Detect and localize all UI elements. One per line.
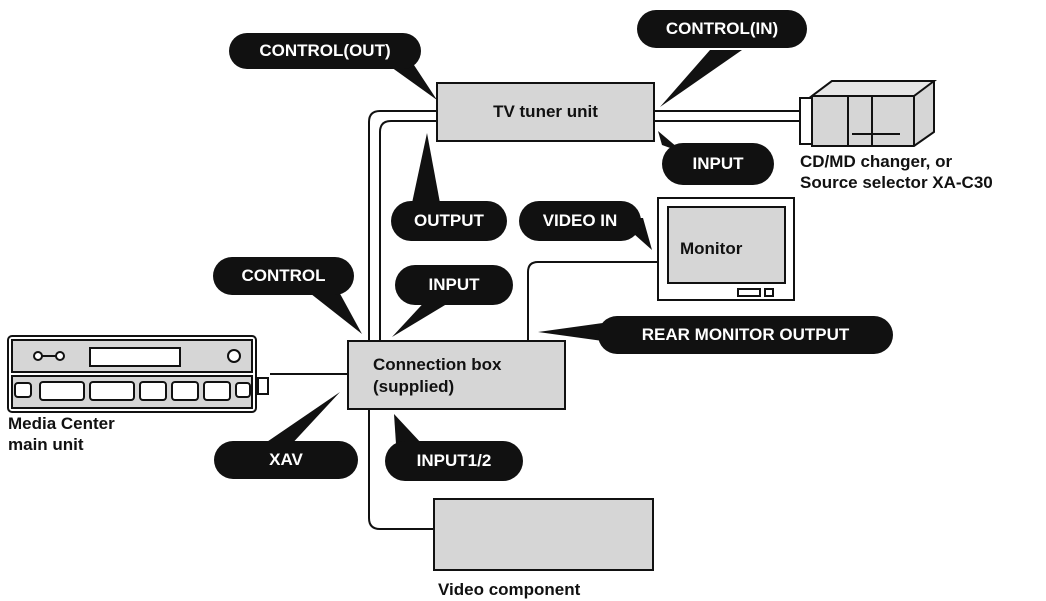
pointer-control xyxy=(306,290,362,334)
pointer-output xyxy=(412,133,440,203)
tag-control-out: CONTROL(OUT) xyxy=(229,33,421,69)
tag-control: CONTROL xyxy=(213,257,354,295)
cd-changer-caption: CD/MD changer, or Source selector XA-C30 xyxy=(800,151,993,193)
video-component-caption: Video component xyxy=(438,580,581,599)
main-unit-caption-line1: Media Center xyxy=(8,414,115,433)
main-unit-caption: Media Center main unit xyxy=(8,413,115,455)
cd-changer-caption-line2: Source selector XA-C30 xyxy=(800,173,993,192)
tag-input-box: INPUT xyxy=(395,265,513,305)
tag-rear-monitor-output: REAR MONITOR OUTPUT xyxy=(598,316,893,354)
pointer-control-out xyxy=(384,62,437,100)
connection-box: Connection box (supplied) xyxy=(347,340,566,410)
cable-box-to-monitor xyxy=(527,261,658,340)
tag-output: OUTPUT xyxy=(391,201,507,241)
tv-tuner-unit: TV tuner unit xyxy=(436,82,655,142)
monitor-drawing xyxy=(657,197,795,301)
cd-changer-drawing xyxy=(799,80,937,147)
video-component-box xyxy=(433,498,654,571)
connection-box-sublabel: (supplied) xyxy=(373,377,455,396)
cable-box-to-video-component xyxy=(368,408,435,530)
pointer-xav xyxy=(258,392,340,448)
cd-changer-caption-line1: CD/MD changer, or xyxy=(800,152,953,171)
main-unit-caption-line2: main unit xyxy=(8,435,84,454)
connection-box-label: Connection box xyxy=(373,355,502,374)
main-unit-drawing xyxy=(7,335,269,413)
tag-control-in: CONTROL(IN) xyxy=(637,10,807,48)
tag-video-in: VIDEO IN xyxy=(519,201,641,241)
pointer-rear-monitor-output xyxy=(538,322,610,342)
cable-tuner-to-changer xyxy=(653,110,800,122)
cable-box-to-tuner-outer xyxy=(368,110,438,342)
monitor-label: Monitor xyxy=(680,239,743,258)
tag-xav: XAV xyxy=(214,441,358,479)
pointer-input12 xyxy=(394,414,422,444)
cable-box-to-tuner-inner xyxy=(379,120,438,342)
tag-input12: INPUT1/2 xyxy=(385,441,523,481)
tv-tuner-unit-label: TV tuner unit xyxy=(493,102,598,121)
tag-input-tuner: INPUT xyxy=(662,143,774,185)
pointer-control-in xyxy=(660,50,742,107)
pointer-input-box xyxy=(392,296,460,337)
